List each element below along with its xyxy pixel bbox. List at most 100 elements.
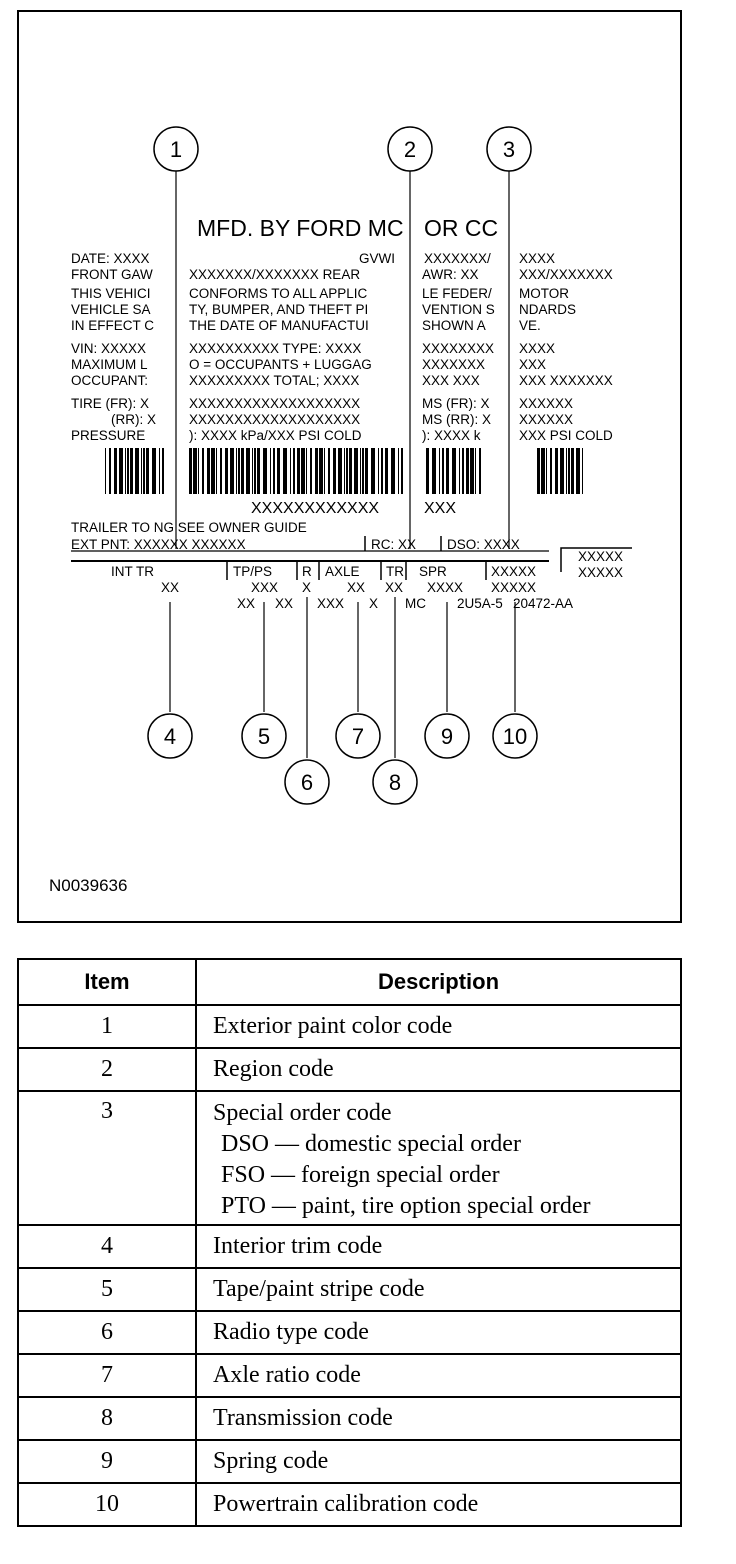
legend-description-subline: PTO — paint, tire option special order — [221, 1193, 591, 1219]
label-line-left: THIS VEHICI — [71, 286, 151, 301]
label-line-mid: XXXXXXXXXXXXXXXXXXX — [189, 412, 360, 427]
label-line-right: VE. — [519, 318, 541, 333]
code-value: XX — [385, 580, 403, 595]
legend-item-number: 6 — [17, 1310, 197, 1355]
barcode-bar — [571, 448, 574, 494]
barcode-bar — [452, 448, 456, 494]
barcode-bar — [130, 448, 133, 494]
code-value-2: MC — [405, 596, 426, 611]
label-line-mid: O = OCCUPANTS + LUGGAG — [189, 357, 372, 372]
code-value: XX — [161, 580, 179, 595]
side-box-line-2: XXXXX — [578, 565, 623, 580]
legend-item-number: 10 — [17, 1482, 197, 1527]
label-line-right: XXXXXX — [519, 396, 573, 411]
callout-circle-6 — [284, 759, 330, 805]
legend-description-text: Radio type code — [213, 1319, 369, 1345]
barcode-bar — [257, 448, 260, 494]
barcode-bar — [283, 448, 287, 494]
barcode-bar — [220, 448, 222, 494]
barcode-bar — [143, 448, 145, 494]
callout-circle-10 — [492, 713, 538, 759]
legend-item-description: Spring code — [195, 1439, 682, 1484]
barcode-bar — [290, 448, 291, 494]
barcode-bar — [216, 448, 217, 494]
callout-circle-4 — [147, 713, 193, 759]
label-line-left: VIN: XXXXX — [71, 341, 146, 356]
barcode-bar — [362, 448, 364, 494]
barcode-bar — [254, 448, 256, 494]
legend-item-number: 7 — [17, 1353, 197, 1398]
callout-number-2: 2 — [404, 137, 416, 162]
code-value-2: XX — [275, 596, 293, 611]
legend-description-text: Exterior paint color code — [213, 1013, 453, 1039]
label-line-mid: ): XXXX kPa/XXX PSI COLD — [189, 428, 362, 443]
barcode-bar — [202, 448, 204, 494]
label-line-left: OCCUPANT: — [71, 373, 148, 388]
barcode-bar — [109, 448, 111, 494]
legend-item-number: 2 — [17, 1047, 197, 1092]
barcode-bar — [211, 448, 215, 494]
barcode-bar — [349, 448, 352, 494]
trailer-line: TRAILER TO NG SEE OWNER GUIDE — [71, 520, 307, 535]
callout-circle-7 — [335, 713, 381, 759]
barcode-bar — [568, 448, 570, 494]
code-header: SPR — [419, 564, 447, 579]
label-line-mid: XXXXXXXXXX TYPE: XXXX — [189, 341, 361, 356]
code-header: TP/PS — [233, 564, 272, 579]
label-header-tail: OR CC — [424, 215, 498, 241]
barcode-bar — [537, 448, 540, 494]
legend-item-description: Region code — [195, 1047, 682, 1092]
barcode-bar — [125, 448, 126, 494]
barcode-bar — [141, 448, 142, 494]
barcode-bar — [442, 448, 444, 494]
label-header: MFD. BY FORD MC — [197, 215, 404, 241]
barcode-bar — [273, 448, 275, 494]
callout-number-4: 4 — [164, 724, 176, 749]
barcode-bar — [127, 448, 129, 494]
callout-circle-8 — [372, 759, 418, 805]
legend-row: 6 Radio type code — [17, 1310, 682, 1355]
barcode-bar — [466, 448, 469, 494]
label-line-mid: XXXXXXX/XXXXXXX REAR — [189, 267, 360, 282]
label-line-right: XXXXXX — [519, 412, 573, 427]
label-line-mid: XXXXXXXXXXXXXXXXXXX — [189, 396, 360, 411]
legend-item-number: 5 — [17, 1267, 197, 1312]
barcode-bar — [293, 448, 295, 494]
label-line-mid: XXXXXXXXX TOTAL; XXXX — [189, 373, 359, 388]
label-line-mid2: XXX XXX — [422, 373, 480, 388]
barcode-text-2: XXX — [424, 500, 456, 517]
code-value-2: XXX — [317, 596, 344, 611]
barcode-bar — [360, 448, 361, 494]
code-value-2: 20472-AA — [513, 596, 573, 611]
label-line-left: DATE: XXXX — [71, 251, 150, 266]
rc-code: RC: XX — [371, 537, 416, 552]
barcode-bar — [546, 448, 547, 494]
callout-number-8: 8 — [389, 770, 401, 795]
code-value-2: XX — [237, 596, 255, 611]
legend-item-description: Powertrain calibration code — [195, 1482, 682, 1527]
code-value-2: X — [369, 596, 378, 611]
label-line-left: IN EFFECT C — [71, 318, 154, 333]
code-value: XX — [347, 580, 365, 595]
barcode-bar — [344, 448, 345, 494]
label-line-mid2: XXXXXXX — [422, 357, 485, 372]
callout-number-5: 5 — [258, 724, 270, 749]
legend-description-text: Transmission code — [213, 1405, 393, 1431]
callout-number-7: 7 — [352, 724, 364, 749]
barcode-bar — [225, 448, 228, 494]
callout-circle-3 — [486, 126, 532, 172]
barcode-bar — [459, 448, 460, 494]
code-value: XXXX — [427, 580, 463, 595]
barcode-bar — [315, 448, 318, 494]
label-line-left: FRONT GAW — [71, 267, 153, 282]
barcode-bar — [560, 448, 564, 494]
legend-item-description: Tape/paint stripe code — [195, 1267, 682, 1312]
label-line-left: (RR): X — [111, 412, 156, 427]
label-line-mid2: ): XXXX k — [422, 428, 481, 443]
legend-item-description: Interior trim code — [195, 1224, 682, 1269]
